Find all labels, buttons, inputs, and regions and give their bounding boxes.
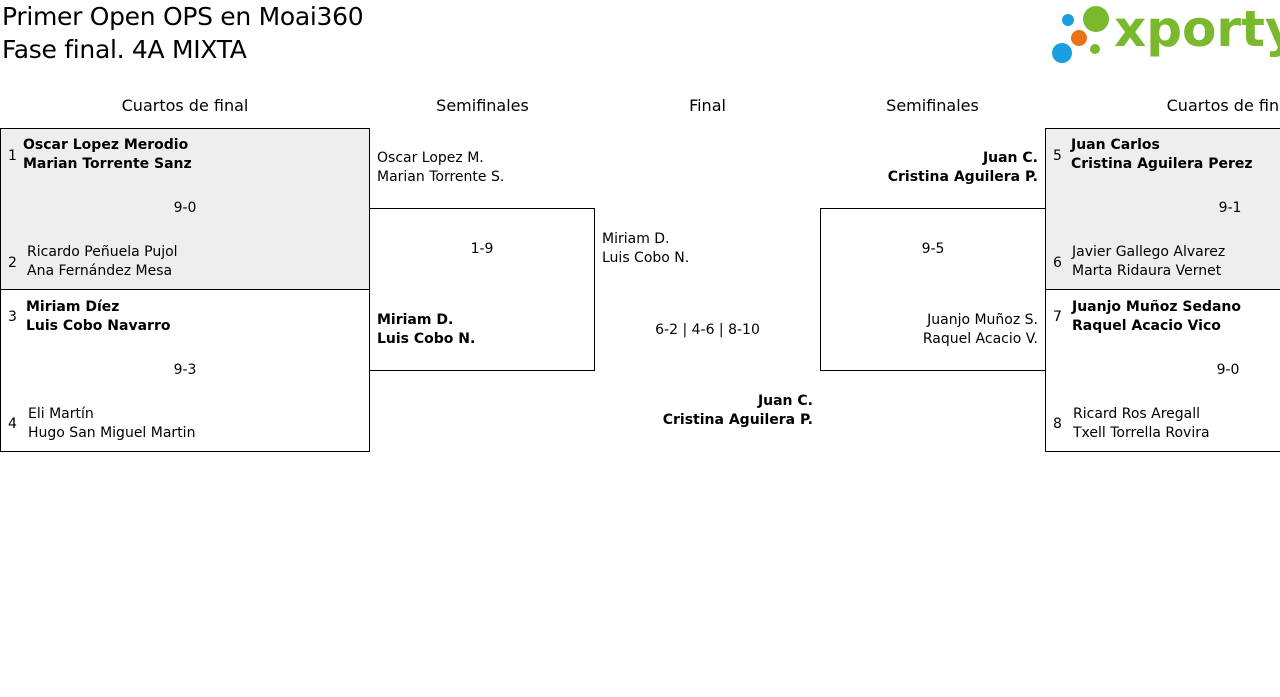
final-winner-player-2: Cristina Aguilera P.: [662, 412, 813, 428]
qf-match-2: 3 Miriam Díez Luis Cobo Navarro 9-3 4 El…: [0, 289, 370, 452]
seed-number: 7: [1053, 309, 1062, 325]
qf-match-4: 7 Juanjo Muñoz Sedano Raquel Acacio Vico…: [1045, 289, 1280, 452]
page-subtitle: Fase final. 4A MIXTA: [2, 35, 247, 64]
column-header-right-quarterfinals: Cuartos de final: [1166, 96, 1280, 115]
match-score: 9-0: [173, 200, 197, 216]
logo-dot-green-small: [1090, 44, 1100, 54]
qf-match-1: 1 Oscar Lopez Merodio Marian Torrente Sa…: [0, 128, 370, 290]
final-loser-player-1: Miriam D.: [602, 231, 670, 247]
sf-right-winner-player-2: Cristina Aguilera P.: [887, 169, 1038, 185]
seed-number: 8: [1053, 416, 1062, 432]
logo-wordmark: xporty: [1114, 0, 1280, 58]
winner-player-2: Raquel Acacio Vico: [1072, 318, 1221, 334]
winner-player-1: Oscar Lopez Merodio: [23, 137, 189, 153]
page-title: Primer Open OPS en Moai360: [2, 2, 364, 31]
sf-left-winner-player-1: Miriam D.: [377, 312, 454, 328]
match-score: 9-5: [921, 241, 945, 257]
logo-dot-blue-large: [1052, 43, 1072, 63]
column-header-right-semifinals: Semifinales: [886, 96, 979, 115]
winner-player-2: Luis Cobo Navarro: [26, 318, 171, 334]
loser-player-2: Ana Fernández Mesa: [27, 263, 173, 279]
final-winner-player-1: Juan C.: [757, 393, 813, 409]
loser-player-1: Eli Martín: [28, 406, 94, 422]
sf-right-loser-player-1: Juanjo Muñoz S.: [927, 312, 1038, 328]
seed-number: 2: [8, 255, 17, 271]
match-score: 9-3: [173, 362, 197, 378]
loser-player-1: Ricard Ros Aregall: [1073, 406, 1201, 422]
sf-left-loser-player-1: Oscar Lopez M.: [377, 150, 484, 166]
winner-player-1: Juan Carlos: [1071, 137, 1160, 153]
loser-player-1: Javier Gallego Alvarez: [1072, 244, 1226, 260]
sf-left-loser-player-2: Marian Torrente S.: [377, 169, 505, 185]
winner-player-2: Marian Torrente Sanz: [23, 156, 192, 172]
match-score: 9-0: [1216, 362, 1240, 378]
xporty-logo[interactable]: xporty: [1050, 0, 1280, 66]
sf-right-winner-player-1: Juan C.: [982, 150, 1038, 166]
final-loser-player-2: Luis Cobo N.: [602, 250, 690, 266]
column-header-final: Final: [689, 96, 726, 115]
loser-player-1: Ricardo Peñuela Pujol: [27, 244, 178, 260]
qf-match-3: 5 Juan Carlos Cristina Aguilera Perez 9-…: [1045, 128, 1280, 290]
logo-dot-green-large: [1083, 6, 1109, 32]
loser-player-2: Hugo San Miguel Martin: [28, 425, 196, 441]
match-score: 1-9: [470, 241, 494, 257]
seed-number: 5: [1053, 148, 1062, 164]
sf-right-bracket: 9-5 Juanjo Muñoz S. Raquel Acacio V.: [820, 208, 1046, 371]
column-header-left-semifinals: Semifinales: [436, 96, 529, 115]
logo-dot-orange: [1071, 30, 1087, 46]
logo-dot-blue-small: [1062, 14, 1074, 26]
winner-player-1: Miriam Díez: [26, 299, 120, 315]
loser-player-2: Marta Ridaura Vernet: [1072, 263, 1222, 279]
sf-left-winner-player-2: Luis Cobo N.: [377, 331, 476, 347]
sf-left-bracket: 1-9 Miriam D. Luis Cobo N.: [369, 208, 595, 371]
seed-number: 3: [8, 309, 17, 325]
loser-player-2: Txell Torrella Rovira: [1073, 425, 1210, 441]
final-score: 6-2 | 4-6 | 8-10: [655, 322, 760, 338]
column-header-left-quarterfinals: Cuartos de final: [121, 96, 249, 115]
seed-number: 6: [1053, 255, 1062, 271]
winner-player-2: Cristina Aguilera Perez: [1071, 156, 1253, 172]
match-score: 9-1: [1218, 200, 1242, 216]
seed-number: 1: [8, 148, 17, 164]
seed-number: 4: [8, 416, 17, 432]
sf-right-loser-player-2: Raquel Acacio V.: [922, 331, 1038, 347]
winner-player-1: Juanjo Muñoz Sedano: [1072, 299, 1242, 315]
